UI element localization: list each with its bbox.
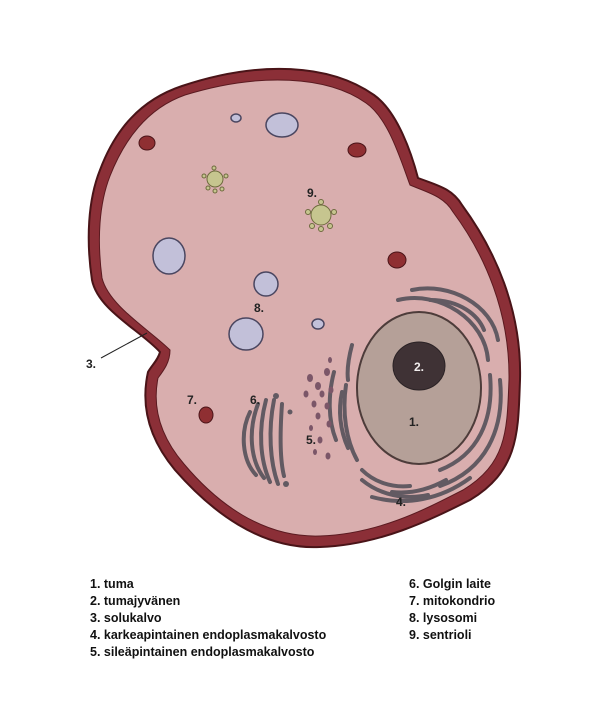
legend-item-9: 9. sentrioli	[409, 628, 472, 642]
legend-right: 6. Golgin laite 7. mitokondrio 8. lysoso…	[409, 576, 495, 644]
centriole-large	[305, 199, 337, 232]
nucleolus	[392, 341, 446, 391]
legend-item-5: 5. sileäpintainen endoplasmakalvosto	[90, 645, 315, 659]
legend-item-1: 1. tuma	[90, 577, 134, 591]
legend-item-2: 2. tumajyvänen	[90, 594, 181, 608]
label-smooth-er: 5.	[306, 433, 316, 447]
membrane-pointer	[100, 332, 148, 359]
legend-item-3: 3. solukalvo	[90, 611, 162, 625]
smooth-er	[303, 357, 334, 460]
rough-er	[327, 286, 503, 503]
legend-item-6: 6. Golgin laite	[409, 577, 491, 591]
label-nucleolus: 2.	[414, 360, 424, 374]
centriole-small	[201, 165, 229, 194]
label-rough-er: 4.	[396, 495, 406, 509]
label-golgi: 6.	[250, 393, 260, 407]
legend-item-4: 4. karkeapintainen endoplasmakalvosto	[90, 628, 327, 642]
label-lysosome: 8.	[254, 301, 264, 315]
label-nucleus: 1.	[409, 415, 419, 429]
label-mitochondrion: 7.	[187, 393, 197, 407]
golgi-vesicles	[273, 393, 293, 487]
golgi-apparatus	[241, 398, 286, 486]
legend-item-7: 7. mitokondrio	[409, 594, 496, 608]
legend-item-8: 8. lysosomi	[409, 611, 478, 625]
legend-left: 1. tuma 2. tumajyvänen 3. solukalvo 4. k…	[90, 576, 326, 661]
mitochondria	[138, 135, 407, 424]
label-centriole: 9.	[307, 186, 317, 200]
label-cell-membrane: 3.	[86, 357, 96, 371]
lysosomes	[152, 112, 325, 351]
